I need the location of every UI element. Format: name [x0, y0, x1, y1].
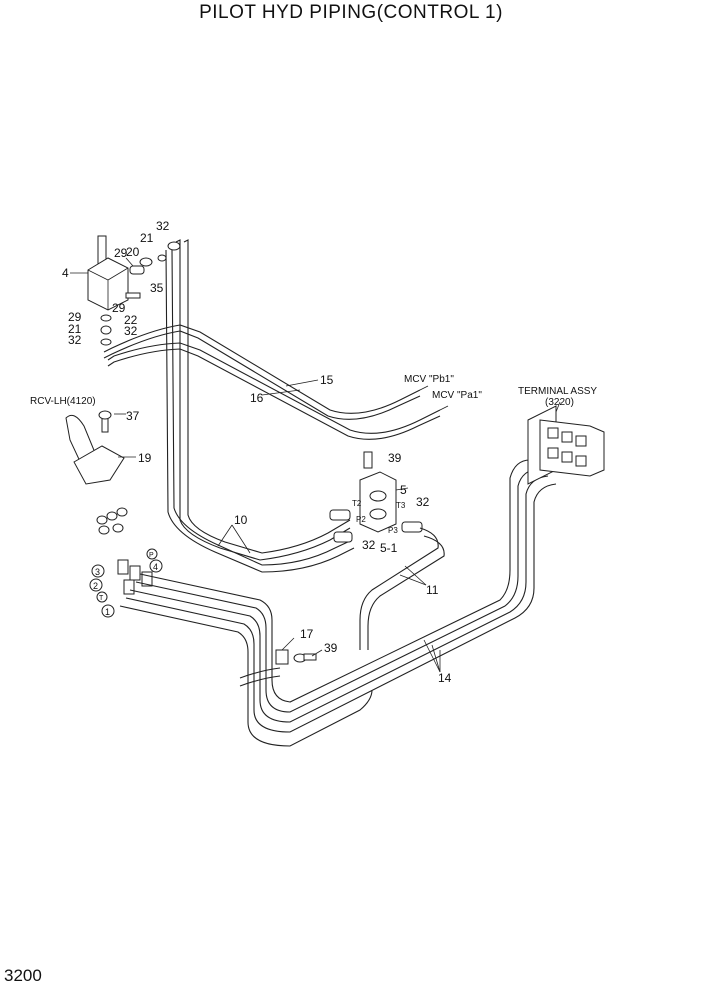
- callout-29: 29: [68, 310, 82, 324]
- circle-t-label: T: [99, 595, 104, 602]
- pipe-15-16: [103, 324, 441, 440]
- callout-29: 29: [114, 246, 128, 260]
- circled-4: 4: [153, 562, 158, 572]
- port-p2-label: P2: [356, 515, 366, 524]
- rcv-label: RCV-LH(4120): [30, 396, 96, 407]
- callout-32: 32: [68, 333, 82, 347]
- callout-21: 21: [140, 231, 154, 245]
- callout-21: 21: [68, 322, 82, 336]
- circled-3: 3: [95, 567, 100, 577]
- callout-5: 5: [400, 483, 407, 497]
- circled-2: 2: [93, 581, 98, 591]
- pipe-11: [359, 527, 445, 650]
- port-t3-label: T3: [396, 501, 406, 510]
- callout-32: 32: [156, 219, 170, 233]
- callout-10: 10: [234, 513, 248, 527]
- callout-16: 16: [250, 391, 264, 405]
- callout-22: 22: [124, 313, 138, 327]
- callout-35: 35: [150, 281, 164, 295]
- mcv-leads: [419, 385, 449, 411]
- page-title: PILOT HYD PIPING(CONTROL 1): [199, 2, 503, 23]
- mcv-pa1-label: MCV "Pa1": [432, 390, 482, 401]
- callout-37: 37: [126, 409, 140, 423]
- pilot-valve-assembly: [70, 235, 181, 346]
- circled-1: 1: [105, 607, 110, 617]
- callout-32: 32: [124, 324, 138, 338]
- pipe-bundle-14: [119, 459, 557, 747]
- callout-39: 39: [324, 641, 338, 655]
- pipe-10: [165, 239, 355, 573]
- callout-15: 15: [320, 373, 334, 387]
- port-t2-label: T2: [352, 499, 362, 508]
- callout-29: 29: [112, 301, 126, 315]
- circle-p-label: P: [149, 552, 154, 559]
- callout-39: 39: [388, 451, 402, 465]
- terminal-assy-label: TERMINAL ASSY: [518, 386, 597, 397]
- clamp-17: [275, 637, 323, 665]
- callout-14: 14: [438, 671, 452, 685]
- terminal-assy: [527, 401, 605, 485]
- fitting-cluster: [96, 507, 158, 603]
- callout-4: 4: [62, 266, 69, 280]
- callout-5-1: 5-1: [380, 541, 398, 555]
- callout-32: 32: [416, 495, 430, 509]
- callout-32: 32: [362, 538, 376, 552]
- callout-11: 11: [426, 583, 439, 597]
- rcv-lh-lever: [65, 410, 136, 485]
- manifold-block: [329, 451, 423, 543]
- callout-17: 17: [300, 627, 314, 641]
- page-number: 3200: [4, 966, 42, 985]
- callout-20: 20: [126, 245, 140, 259]
- port-p3-label: P3: [388, 526, 398, 535]
- terminal-ref-label: (3220): [545, 397, 574, 408]
- mcv-pb1-label: MCV "Pb1": [404, 374, 454, 385]
- callout-19: 19: [138, 451, 152, 465]
